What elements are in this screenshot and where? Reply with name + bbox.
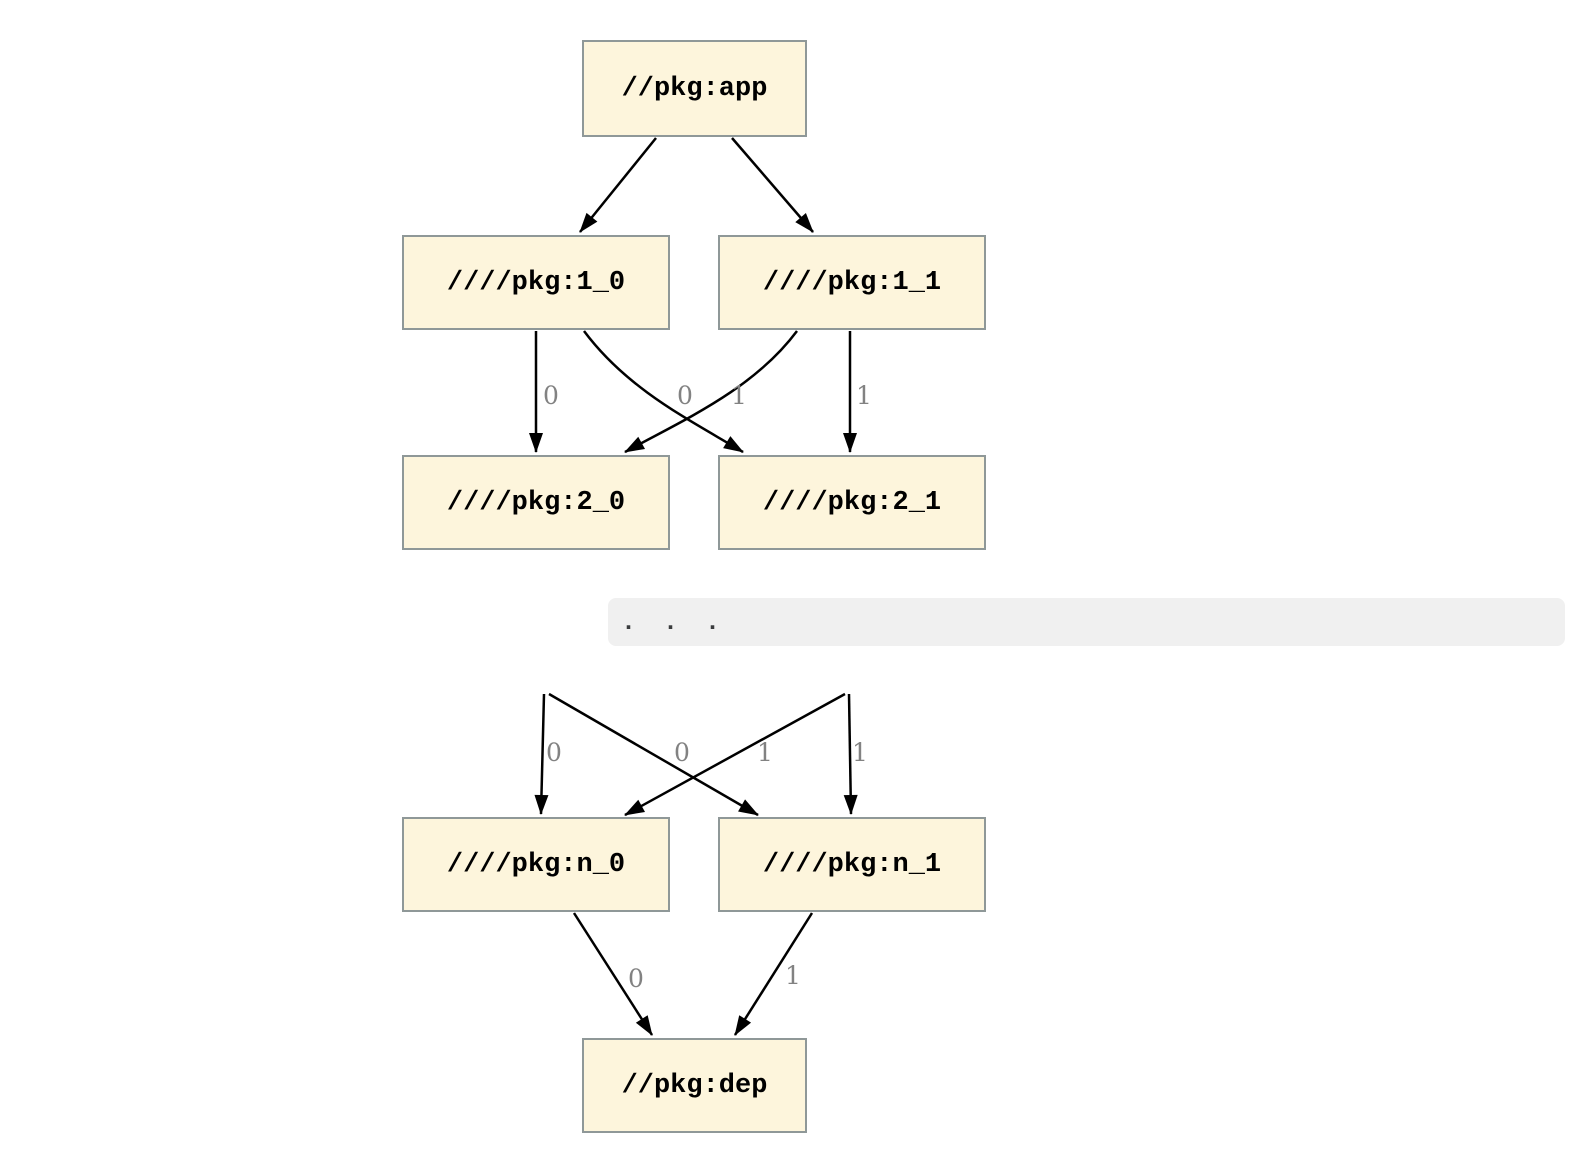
edge-ellipsis-to-n_1 bbox=[548, 692, 759, 817]
edge-n_0-to-dep bbox=[572, 912, 654, 1036]
node-label: ////pkg:2_1 bbox=[762, 487, 942, 518]
node-label: ////pkg:n_0 bbox=[446, 849, 626, 880]
edge-label: 0 bbox=[543, 381, 559, 410]
node-label: ////pkg:1_0 bbox=[446, 267, 626, 298]
node-pkg-2_0: ////pkg:2_0 bbox=[402, 455, 670, 550]
edge-n_1-to-dep bbox=[733, 912, 814, 1036]
edge-app-to-1_1 bbox=[731, 137, 814, 233]
node-pkg-1_1: ////pkg:1_1 bbox=[718, 235, 986, 330]
ellipsis-separator: . . . bbox=[608, 598, 1565, 646]
edge-label: 1 bbox=[852, 738, 868, 767]
edge-label: 0 bbox=[674, 738, 690, 767]
node-label: ////pkg:n_1 bbox=[762, 849, 942, 880]
edge-1_0-to-2_1 bbox=[582, 330, 744, 454]
edge-label: 1 bbox=[856, 381, 872, 410]
edge-ellipsis2-to-n_0 bbox=[624, 692, 846, 817]
node-pkg-app: //pkg:app bbox=[582, 40, 807, 137]
edge-label: 1 bbox=[757, 738, 773, 767]
edge-label: 1 bbox=[785, 961, 801, 990]
node-pkg-n_1: ////pkg:n_1 bbox=[718, 817, 986, 912]
node-pkg-1_0: ////pkg:1_0 bbox=[402, 235, 670, 330]
edge-ellipsis-to-n_0 bbox=[534, 693, 549, 815]
node-label: ////pkg:1_1 bbox=[762, 267, 942, 298]
node-pkg-dep: //pkg:dep bbox=[582, 1038, 807, 1133]
edge-label: 0 bbox=[677, 381, 693, 410]
edge-ellipsis2-to-n_1 bbox=[843, 693, 858, 815]
node-pkg-n_0: ////pkg:n_0 bbox=[402, 817, 670, 912]
edge-app-to-1_0 bbox=[579, 137, 657, 233]
edge-1_1-to-2_0 bbox=[624, 330, 799, 454]
node-label: //pkg:app bbox=[621, 73, 768, 104]
edge-label: 1 bbox=[731, 381, 747, 410]
node-pkg-2_1: ////pkg:2_1 bbox=[718, 455, 986, 550]
ellipsis-text: . . . bbox=[621, 607, 727, 637]
edge-label: 0 bbox=[546, 738, 562, 767]
node-label: ////pkg:2_0 bbox=[446, 487, 626, 518]
node-label: //pkg:dep bbox=[621, 1070, 768, 1101]
edge-label: 0 bbox=[628, 964, 644, 993]
